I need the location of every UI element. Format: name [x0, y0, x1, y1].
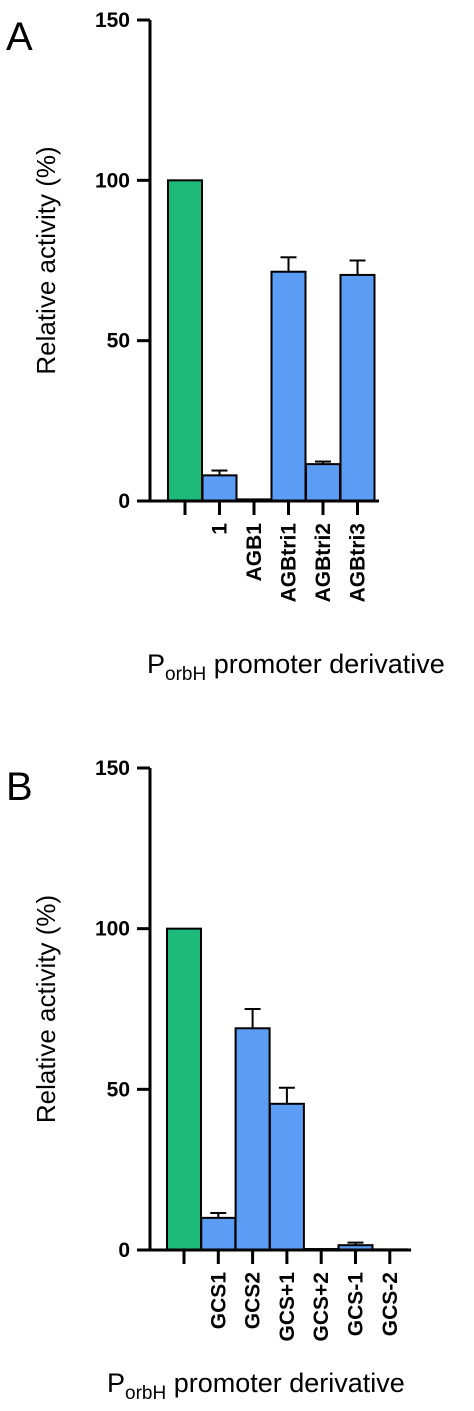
- x-tick-label: AGB1: [243, 523, 266, 582]
- x-tick-label: AGBtri2: [312, 523, 335, 602]
- x-tick-label: AGBtri3: [347, 523, 370, 602]
- bar: [167, 179, 203, 502]
- chart-panel-b: B Relative activity (%) GCS1 GCS2 GCS+1 GCS+2…: [6, 757, 412, 1404]
- bar: [166, 927, 202, 1252]
- x-tick-label: GCS1: [207, 1272, 230, 1330]
- x-axis-label: PorbH promoter derivative: [107, 1368, 405, 1404]
- y-tick-label: 50: [107, 1078, 130, 1101]
- panel-letter: A: [6, 15, 33, 59]
- chart-panel-a: A Relative activity (%) 1 AGB1 AGBtri1 AGBtri…: [6, 9, 445, 685]
- bar: [234, 1027, 271, 1252]
- y-tick-label: 0: [118, 1239, 130, 1262]
- y-axis-label: Relative activity (%): [31, 895, 61, 1123]
- bar: [270, 270, 307, 502]
- x-axis-label: PorbH promoter derivative: [147, 649, 445, 685]
- x-tick-label: GCS+2: [310, 1272, 333, 1341]
- bar: [268, 1102, 305, 1251]
- bar: [201, 474, 238, 503]
- x-tick-label: GCS-1: [345, 1272, 368, 1337]
- bar: [305, 463, 341, 502]
- y-tick-label: 100: [95, 169, 130, 192]
- x-tick-label: GCS2: [242, 1272, 265, 1329]
- x-tick-label: GCS+1: [276, 1272, 299, 1342]
- bar: [339, 273, 376, 502]
- y-tick-label: 0: [118, 490, 130, 513]
- y-tick-label: 150: [95, 9, 130, 32]
- x-tick-label: 1: [209, 523, 232, 535]
- y-tick-label: 50: [107, 330, 130, 353]
- panel-letter: B: [6, 765, 33, 809]
- y-tick-label: 100: [95, 918, 130, 941]
- bar: [200, 1216, 237, 1252]
- x-tick-label: GCS-2: [379, 1272, 402, 1336]
- y-tick-label: 150: [95, 757, 130, 780]
- y-axis-label: Relative activity (%): [31, 146, 61, 374]
- x-tick-label: AGBtri1: [278, 523, 301, 603]
